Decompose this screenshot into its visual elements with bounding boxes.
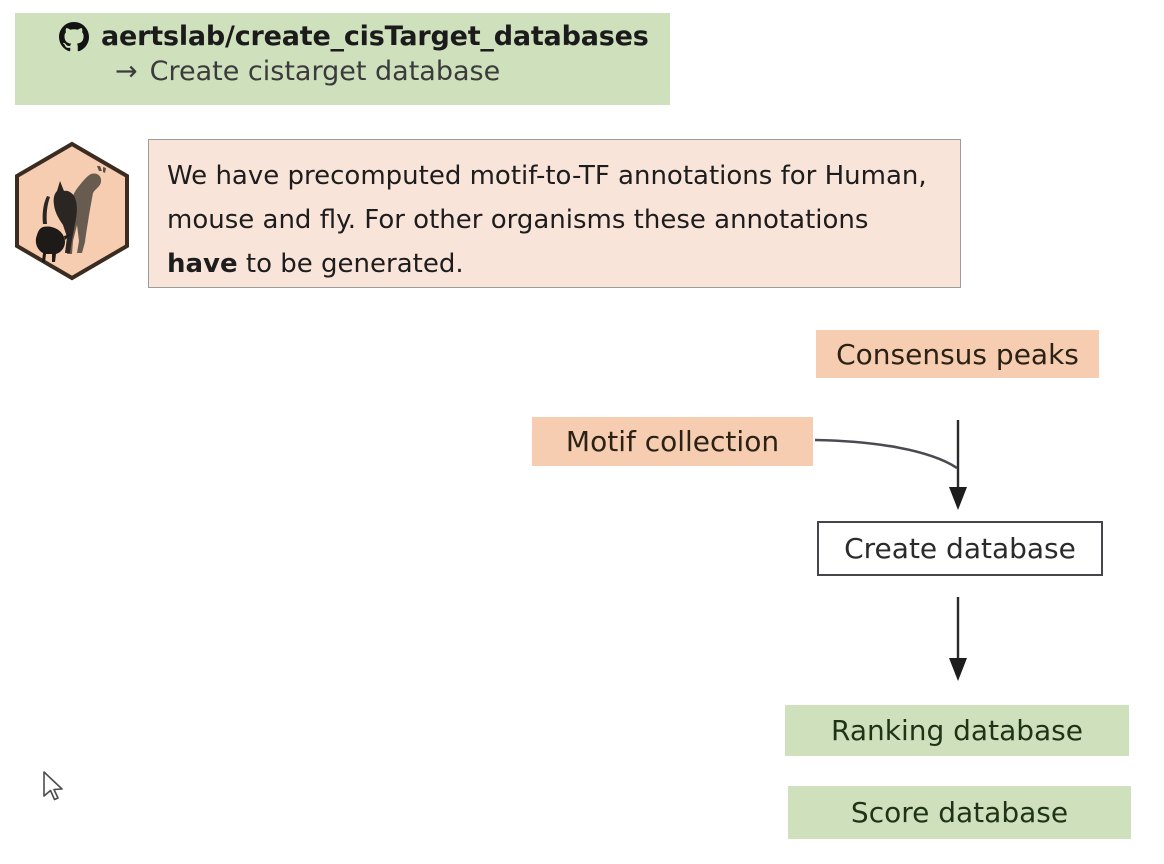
edge-motif-to-create	[814, 438, 958, 470]
cistarget-hexagon-logo	[13, 141, 131, 281]
callout-text-part1: We have precomputed motif-to-TF annotati…	[167, 161, 927, 235]
right-arrow-icon: →	[115, 56, 138, 87]
repo-subtitle-line: → Create cistarget database	[115, 56, 670, 87]
repo-subtitle-label: Create cistarget database	[149, 56, 501, 87]
node-create-database[interactable]: Create database	[817, 521, 1103, 576]
arrowhead-consensus-to-create	[949, 487, 967, 510]
github-icon	[59, 21, 89, 52]
repo-name-label: aertslab/create_cisTarget_databases	[101, 21, 649, 52]
callout-box: We have precomputed motif-to-TF annotati…	[148, 139, 961, 288]
node-score-database[interactable]: Score database	[788, 786, 1131, 839]
repo-header-line: aertslab/create_cisTarget_databases	[59, 21, 670, 52]
callout-text: We have precomputed motif-to-TF annotati…	[167, 154, 942, 286]
node-consensus-peaks[interactable]: Consensus peaks	[816, 330, 1099, 378]
node-ranking-database[interactable]: Ranking database	[785, 705, 1129, 756]
arrowhead-create-to-ranking	[949, 658, 967, 681]
node-motif-collection[interactable]: Motif collection	[532, 417, 813, 466]
mouse-pointer-icon	[41, 770, 67, 804]
callout-text-part2: to be generated.	[237, 249, 464, 279]
repo-header-banner: aertslab/create_cisTarget_databases → Cr…	[15, 13, 670, 105]
callout-text-emphasis: have	[167, 249, 238, 279]
